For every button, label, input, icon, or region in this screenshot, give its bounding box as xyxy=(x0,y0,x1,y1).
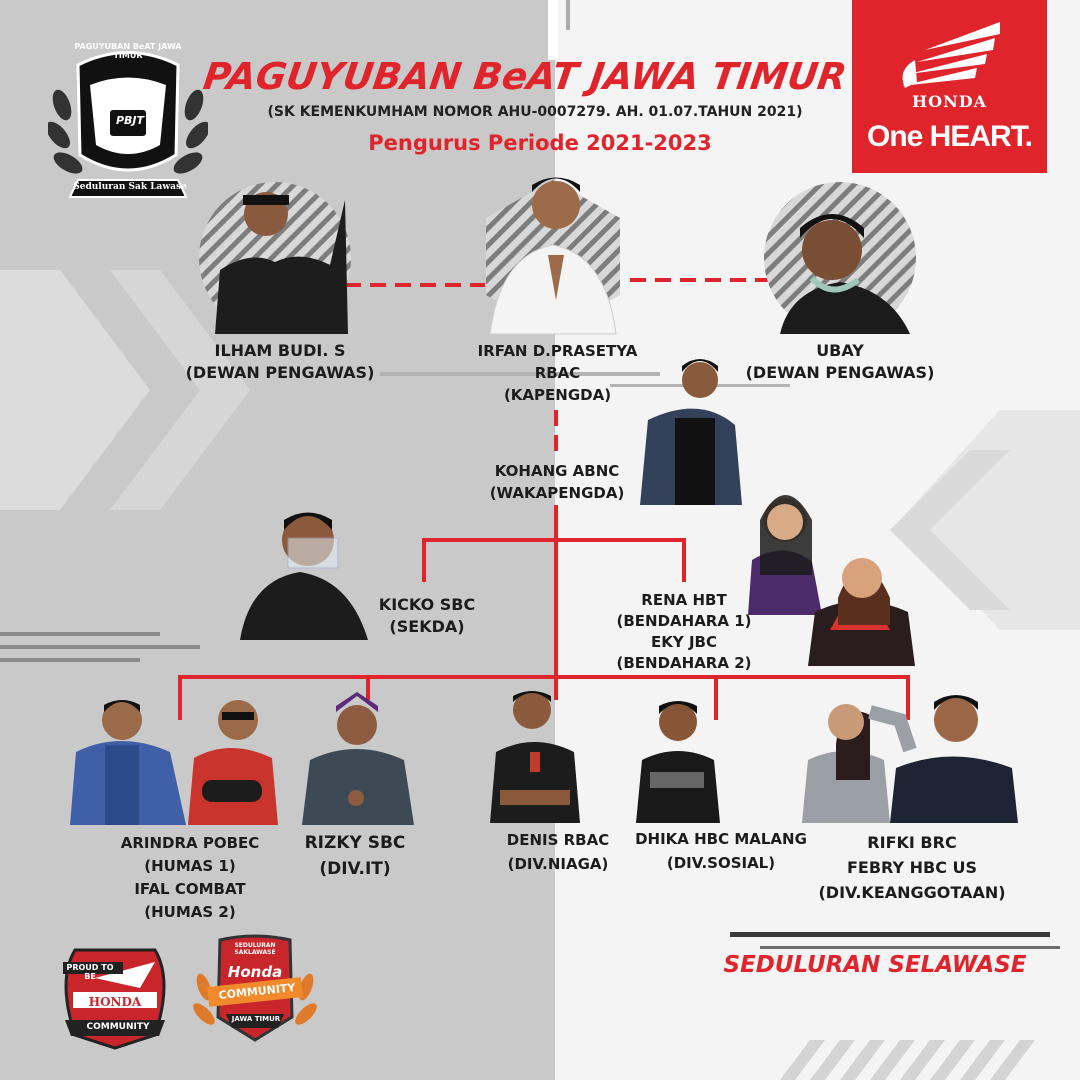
member-role-2: (HUMAS 2) xyxy=(144,903,236,921)
member-rizky: RIZKY SBC (DIV.IT) xyxy=(290,830,420,882)
member-name: DHIKA HBC MALANG xyxy=(635,830,807,848)
photo-kohang xyxy=(640,359,742,505)
page-subtitle: (SK KEMENKUMHAM NOMOR AHU-0007279. AH. 0… xyxy=(267,104,803,120)
member-rena-eky: RENA HBT (BENDAHARA 1) EKY JBC (BENDAHAR… xyxy=(596,590,772,674)
member-name: IRFAN D.PRASETYA xyxy=(477,342,638,360)
period-heading: Pengurus Periode 2021-2023 xyxy=(368,131,712,155)
member-denis: DENIS RBAC (DIV.NIAGA) xyxy=(478,828,638,876)
photo-kicko xyxy=(240,512,368,640)
member-kicko: KICKO SBC (SEKDA) xyxy=(362,594,492,638)
member-role: (BENDAHARA 1) xyxy=(616,612,752,630)
one-heart-tagline: One HEART. xyxy=(866,120,1033,153)
member-club: RBAC xyxy=(534,364,581,382)
member-name-2: FEBRY HBC US xyxy=(846,858,978,877)
member-role: (KAPENGDA) xyxy=(503,386,612,404)
member-name: UBAY xyxy=(816,341,864,360)
member-name: RIFKI BRC xyxy=(867,833,957,852)
member-rifki-febry: RIFKI BRC FEBRY HBC US (DIV.KEANGGOTAAN) xyxy=(800,830,1024,905)
logo-top-text: PAGUYUBAN BeAT JAWA TIMUR xyxy=(74,42,182,60)
photo-ilham xyxy=(199,182,351,334)
pbjt-logo xyxy=(48,51,208,198)
proud-badge-bottom-text: COMMUNITY xyxy=(86,1022,150,1032)
honda-community-jatim-badge xyxy=(193,934,317,1042)
photo-denis xyxy=(490,691,580,823)
member-name: RIZKY SBC xyxy=(304,833,406,853)
logo-center-text: PBJT xyxy=(115,114,145,127)
honda-wing-icon xyxy=(901,22,1000,88)
member-name: ARINDRA POBEC xyxy=(120,834,260,852)
member-name: RENA HBT xyxy=(641,591,727,609)
member-name: DENIS RBAC xyxy=(506,831,610,849)
honda-wordmark: HONDA xyxy=(912,92,987,111)
member-role-2: (BENDAHARA 2) xyxy=(616,654,752,672)
community-badge-bottom-text: JAWA TIMUR xyxy=(231,1015,281,1023)
footer-slogan: SEDULURAN SELAWASE xyxy=(723,952,1027,978)
member-ilham: ILHAM BUDI. S (DEWAN PENGAWAS) xyxy=(175,340,385,384)
member-name-2: IFAL COMBAT xyxy=(134,880,246,898)
member-kohang: KOHANG ABNC (WAKAPENGDA) xyxy=(462,460,652,504)
photo-rifki-febry xyxy=(802,695,1018,823)
photo-ubay xyxy=(764,182,916,334)
logo-banner-text: Seduluran Sak Lawase xyxy=(73,182,187,192)
member-arindra-ifal: ARINDRA POBEC (HUMAS 1) IFAL COMBAT (HUM… xyxy=(100,832,280,924)
member-ubay: UBAY (DEWAN PENGAWAS) xyxy=(740,340,940,384)
member-role: (WAKAPENGDA) xyxy=(489,484,625,502)
member-name-2: EKY JBC xyxy=(651,633,717,651)
member-role: (DIV.NIAGA) xyxy=(507,855,609,873)
proud-badge-top-text: PROUD TO BE xyxy=(66,963,114,981)
member-role: (HUMAS 1) xyxy=(144,857,236,875)
photo-rizky xyxy=(302,692,414,825)
member-name: ILHAM BUDI. S xyxy=(214,341,346,360)
member-role: (DIV.IT) xyxy=(319,859,391,879)
photo-irfan xyxy=(486,177,620,335)
photo-dhika xyxy=(636,701,720,823)
member-name: KICKO SBC xyxy=(378,595,476,614)
community-badge-top-text: SEDULURAN SAKLAWASE xyxy=(234,942,276,956)
member-name: KOHANG ABNC xyxy=(494,462,620,480)
proud-badge-honda-text: HONDA xyxy=(88,995,142,1009)
member-role: (DEWAN PENGAWAS) xyxy=(745,363,935,382)
member-dhika: DHIKA HBC MALANG (DIV.SOSIAL) xyxy=(626,827,816,875)
member-role: (DIV.SOSIAL) xyxy=(666,854,776,872)
honda-brand-box xyxy=(852,0,1047,173)
member-irfan: IRFAN D.PRASETYA RBAC (KAPENGDA) xyxy=(445,340,670,406)
member-role: (DIV.KEANGGOTAAN) xyxy=(818,883,1006,902)
photo-arindra-ifal xyxy=(70,700,278,825)
member-role: (SEKDA) xyxy=(389,617,465,636)
community-badge-brand: Honda xyxy=(227,963,283,981)
proud-to-be-honda-badge xyxy=(63,948,166,1050)
photo-rena-eky xyxy=(748,495,915,666)
member-role: (DEWAN PENGAWAS) xyxy=(185,363,375,382)
